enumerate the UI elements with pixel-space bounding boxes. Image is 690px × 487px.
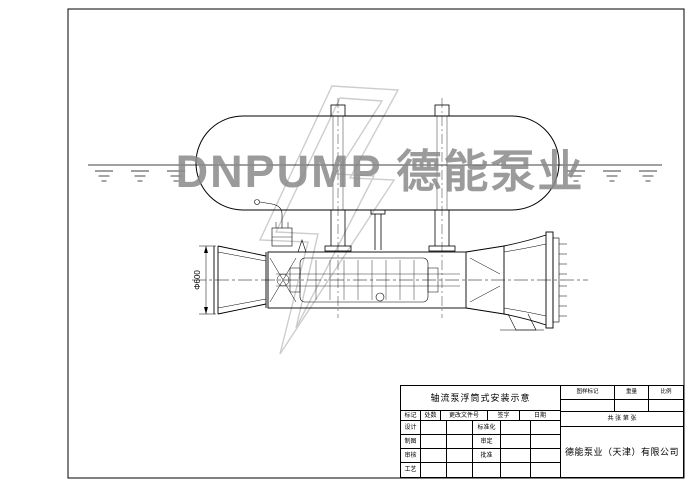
date-cell [531, 463, 560, 477]
company-name: 德能泵业（天津）有限公司 [564, 446, 679, 457]
rev-col-date: 日期 [520, 411, 560, 421]
pump-body [267, 251, 467, 309]
water-line [88, 164, 662, 182]
watermark-brand-text: DNPUMP 德能泵业 [176, 146, 585, 197]
role-row-process: 工艺 [401, 463, 560, 477]
title-block-right: 图样标记 重量 比例 共 张 第 张 德能泵业（天津）有限公司 [561, 386, 683, 477]
date-cell [531, 421, 560, 435]
drawing-title: 轴流泵浮筒式安装示意 [401, 386, 560, 411]
rev-col-count: 处数 [421, 411, 441, 421]
role-label-design: 设计 [401, 421, 421, 435]
signature-cell [501, 421, 531, 435]
value-drawing-mark [561, 400, 615, 412]
revision-header-row: 标记 处数 更改文件号 签字 日期 [401, 411, 560, 421]
role-row-design: 设计 标准化 [401, 421, 560, 435]
rev-col-sign: 签字 [488, 411, 520, 421]
drawing-frame [67, 8, 685, 479]
signature-cell [421, 421, 447, 435]
meta-value-row [561, 400, 683, 412]
sheet-info-row: 共 张 第 张 [561, 412, 683, 427]
meta-header-row: 图样标记 重量 比例 [561, 386, 683, 400]
date-cell [447, 421, 473, 435]
header-weight: 重量 [615, 386, 649, 400]
signature-cell [421, 449, 447, 463]
value-scale [649, 400, 683, 412]
empty-cell [473, 463, 501, 477]
title-block: 轴流泵浮筒式安装示意 标记 处数 更改文件号 签字 日期 设计 标准化 制图 [400, 385, 684, 478]
discharge-outlet [500, 231, 567, 331]
signature-cell [421, 463, 447, 477]
sheet-info: 共 张 第 张 [561, 412, 683, 427]
header-drawing-mark: 图样标记 [561, 386, 615, 400]
cable-box [254, 199, 307, 253]
signature-cell [501, 435, 531, 449]
watermark-logo-icon [258, 85, 400, 355]
dimension-dia600: Φ600 [193, 245, 216, 315]
pump-assembly [192, 199, 588, 331]
role-label-approve: 批准 [473, 449, 501, 463]
rev-col-docno: 更改文件号 [441, 411, 488, 421]
water-marks-right [567, 170, 657, 182]
role-label-standardize: 标准化 [473, 421, 501, 435]
role-label-process: 工艺 [401, 463, 421, 477]
date-cell [447, 449, 473, 463]
role-label-check: 审核 [401, 449, 421, 463]
role-label-review2: 审定 [473, 435, 501, 449]
dimension-label: Φ600 [193, 270, 202, 290]
signature-cell [421, 435, 447, 449]
water-marks-left [95, 170, 185, 182]
signature-cell [501, 463, 531, 477]
header-scale: 比例 [649, 386, 683, 400]
role-label-draft: 制图 [401, 435, 421, 449]
date-cell [447, 463, 473, 477]
suction-bell [213, 245, 267, 315]
role-row-check: 审核 批准 [401, 449, 560, 463]
signature-cell [501, 449, 531, 463]
date-cell [531, 435, 560, 449]
date-cell [447, 435, 473, 449]
date-cell [531, 449, 560, 463]
title-block-left: 轴流泵浮筒式安装示意 标记 处数 更改文件号 签字 日期 设计 标准化 制图 [401, 386, 561, 477]
support-columns [324, 98, 456, 318]
rev-col-mark: 标记 [401, 411, 421, 421]
value-weight [615, 400, 649, 412]
diffuser [465, 245, 505, 315]
role-row-draft: 制图 审定 [401, 435, 560, 449]
